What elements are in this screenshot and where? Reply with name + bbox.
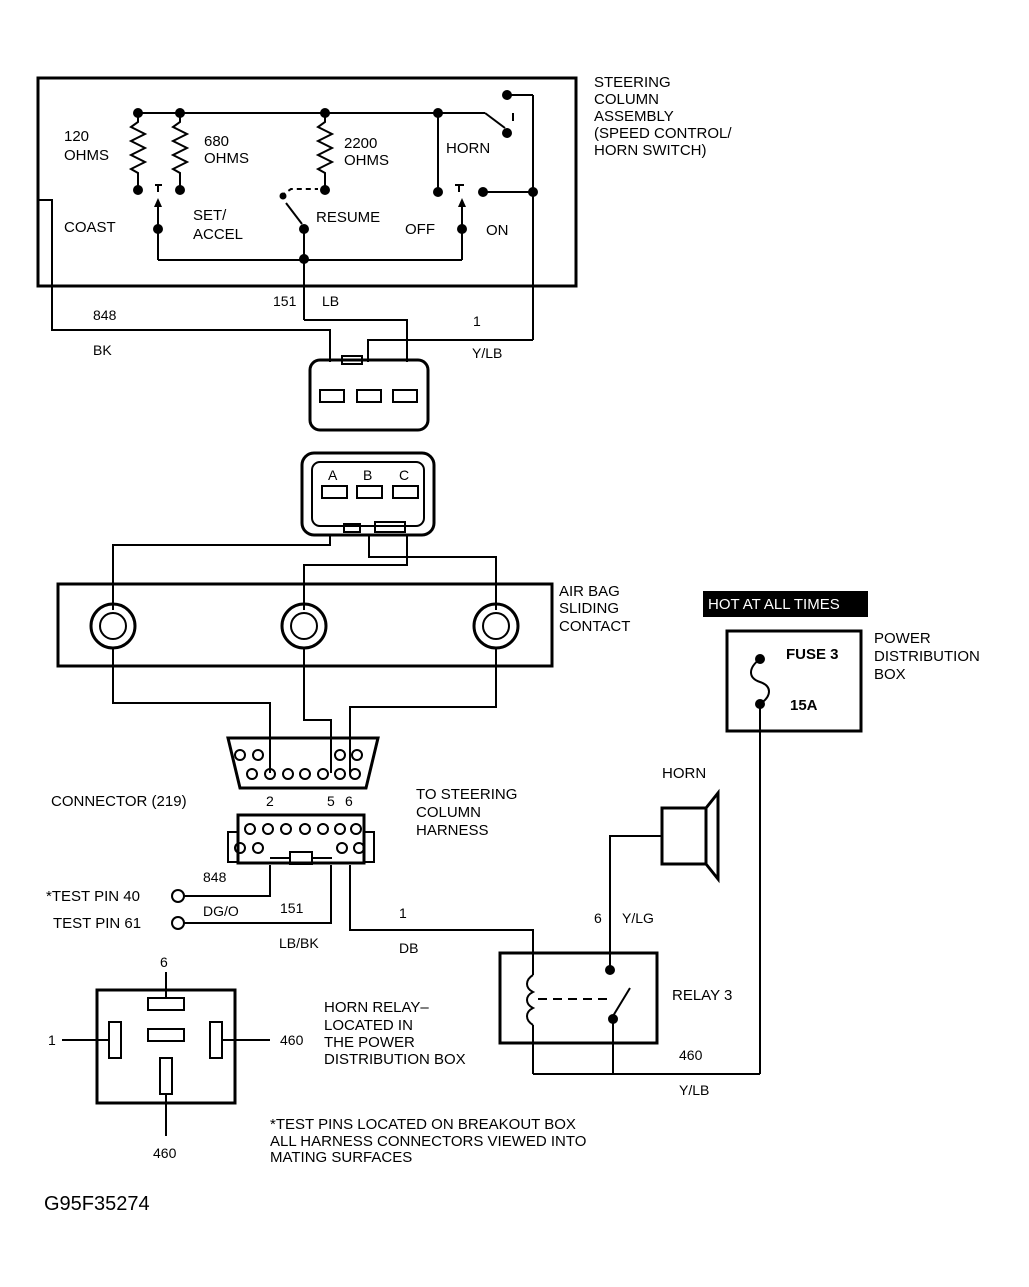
- wire-lb-label: LB: [322, 293, 339, 309]
- assembly-title-2: COLUMN: [594, 91, 659, 108]
- resistor-680-symbol: [170, 113, 190, 188]
- relay-pin-460-bottom: 460: [153, 1145, 177, 1161]
- wire-1-label: 1: [473, 313, 481, 329]
- horn-body: [660, 806, 708, 866]
- horn-relay-desc-3: THE POWER: [324, 1034, 415, 1051]
- test-pin-61-label: TEST PIN 61: [53, 915, 141, 932]
- horn-assembly: HORN 6 Y/LG: [594, 765, 720, 968]
- hot-at-all-times-label: HOT AT ALL TIMES: [708, 596, 840, 613]
- test-pin-40-terminal: [171, 889, 185, 903]
- horn-wire-6: 6: [594, 910, 602, 926]
- note-line-2: ALL HARNESS CONNECTORS VIEWED INTO: [270, 1133, 586, 1150]
- res3-unit: OHMS: [344, 152, 389, 169]
- off-label: OFF: [405, 221, 435, 238]
- accel-label: ACCEL: [193, 226, 243, 243]
- fuse-symbol: [750, 658, 770, 705]
- tp-wire-848: 848: [203, 869, 227, 885]
- relay-pin-460-right: 460: [280, 1032, 304, 1048]
- airbag-label-2: SLIDING: [559, 600, 619, 617]
- relay-coil: [526, 974, 536, 1026]
- on-label: ON: [486, 222, 509, 239]
- pin-6-label: 6: [345, 793, 353, 809]
- tp-wire-1: 1: [399, 905, 407, 921]
- pin-c-label: C: [399, 467, 409, 483]
- abc-connector: A B C: [300, 451, 436, 537]
- wire-151-label: 151: [273, 293, 297, 309]
- pin-b-label: B: [363, 467, 372, 483]
- pdb-label-3: BOX: [874, 666, 906, 683]
- airbag-label-1: AIR BAG: [559, 583, 620, 600]
- airbag-label-3: CONTACT: [559, 618, 630, 635]
- hot-at-all-times-banner: [703, 591, 868, 617]
- relay-box: [498, 951, 659, 1045]
- set-label: SET/: [193, 207, 227, 224]
- top-wires: 848 BK 151 LB 1 Y/LB: [38, 199, 533, 362]
- pdb-label-1: POWER: [874, 630, 931, 647]
- horn-relay-box: [95, 988, 237, 1105]
- fuse-amps-label: 15A: [790, 697, 818, 714]
- power-distribution: HOT AT ALL TIMES FUSE 3 15A POWER DISTRI…: [703, 591, 980, 1074]
- top-connector: [308, 355, 430, 432]
- pin-2-label: 2: [266, 793, 274, 809]
- note-line-1: *TEST PINS LOCATED ON BREAKOUT BOX: [270, 1116, 576, 1133]
- wire-bk-label: BK: [93, 342, 112, 358]
- horn-relay-desc-1: HORN RELAY–: [324, 999, 429, 1016]
- assembly-title-4: (SPEED CONTROL/: [594, 125, 732, 142]
- relay-wire-460: 460: [679, 1047, 703, 1063]
- fuse-label: FUSE 3: [786, 646, 839, 663]
- horn-label: HORN: [662, 765, 706, 782]
- assembly-box: [36, 76, 578, 288]
- figure-id: G95F35274: [44, 1193, 150, 1215]
- horn-relay-desc-4: DISTRIBUTION BOX: [324, 1051, 466, 1068]
- horn-relay-desc-2: LOCATED IN: [324, 1017, 413, 1034]
- relay-wire-ylb: Y/LB: [679, 1082, 709, 1098]
- horn-bell: [704, 788, 720, 884]
- tp-wire-151: 151: [280, 900, 304, 916]
- res2-value: 680: [204, 133, 229, 150]
- tp-wire-dgo: DG/O: [203, 903, 239, 919]
- test-pins: *TEST PIN 40 TEST PIN 61 848 DG/O 151 LB…: [46, 865, 534, 975]
- relay-label: RELAY 3: [672, 987, 732, 1004]
- note-line-3: MATING SURFACES: [270, 1149, 412, 1166]
- coast-label: COAST: [64, 219, 116, 236]
- test-pin-61-terminal: [171, 916, 185, 930]
- assembly-title-3: ASSEMBLY: [594, 108, 674, 125]
- connector-219-upper: CONNECTOR (219) 2 5 6 TO STEERING COLUMN…: [51, 736, 517, 839]
- res3-value: 2200: [344, 135, 377, 152]
- wire-848-label: 848: [93, 307, 117, 323]
- tp-wire-lbbk: LB/BK: [279, 935, 319, 951]
- to-harness-1: TO STEERING: [416, 786, 517, 803]
- horn-wire-ylg: Y/LG: [622, 910, 654, 926]
- steering-column-assembly: 120 OHMS 680 OHMS 2200 OHMS: [36, 74, 732, 340]
- res2-unit: OHMS: [204, 150, 249, 167]
- horn-switch-label: HORN: [446, 140, 490, 157]
- resistor-2200-symbol: [315, 113, 335, 188]
- relay-pin-6: 6: [160, 954, 168, 970]
- resistor-120-symbol: [128, 113, 148, 188]
- tp-wire-db: DB: [399, 940, 418, 956]
- pdb-label-2: DISTRIBUTION: [874, 648, 980, 665]
- pin-a-label: A: [328, 467, 338, 483]
- horn-relay-pinout: 6 1 460 460 HORN RELAY– LOCATED IN THE P…: [48, 954, 466, 1161]
- resume-label: RESUME: [316, 209, 380, 226]
- test-pin-40-label: *TEST PIN 40: [46, 888, 140, 905]
- res1-unit: OHMS: [64, 147, 109, 164]
- relay-pin-1: 1: [48, 1032, 56, 1048]
- fuse-box: [725, 629, 863, 733]
- wire-ylb-label: Y/LB: [472, 345, 502, 361]
- res1-value: 120: [64, 128, 89, 145]
- connector-219-lower: [227, 813, 375, 865]
- assembly-title-5: HORN SWITCH): [594, 142, 707, 159]
- pin-5-label: 5: [327, 793, 335, 809]
- to-harness-2: COLUMN: [416, 804, 481, 821]
- connector-219-label: CONNECTOR (219): [51, 793, 187, 810]
- airbag-sliding-contact: AIR BAG SLIDING CONTACT: [56, 582, 630, 668]
- to-harness-3: HARNESS: [416, 822, 489, 839]
- relay-3: RELAY 3 460 Y/LB: [498, 951, 760, 1098]
- assembly-title-1: STEERING: [594, 74, 671, 91]
